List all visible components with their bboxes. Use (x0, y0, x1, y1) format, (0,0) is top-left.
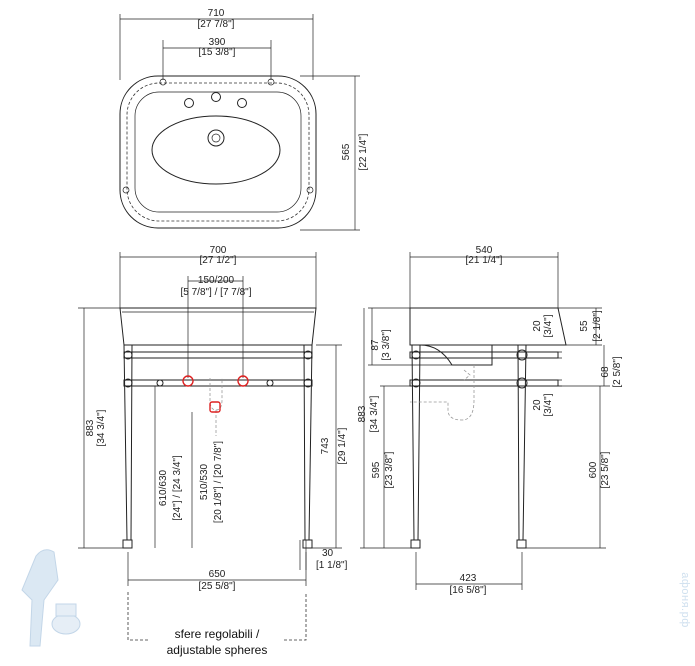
note-line-1: sfere regolabili / (175, 627, 260, 641)
fixing-point-right-icon (237, 375, 249, 387)
front-foot-left (122, 539, 133, 549)
back-top: 55 (579, 320, 590, 332)
side-leg-front (411, 344, 421, 541)
rail-gap: 595 (371, 461, 382, 478)
foot: 30 (322, 548, 334, 559)
fixing-point-left-icon (182, 375, 194, 387)
corner-bolts (122, 78, 314, 194)
basin-inner-rim (134, 91, 302, 213)
back-top-in: [2 1/8"] (592, 310, 603, 342)
side-foot-front (410, 539, 421, 549)
front-leg-left (123, 344, 133, 541)
watermark-logo (21, 549, 81, 647)
front-leg-span-in: [25 5/8"] (199, 581, 236, 592)
lower-rail-in: [20 1/8"] / [20 7/8"] (213, 441, 224, 523)
side-depth-in: [21 1/4"] (466, 255, 503, 266)
rail-gap-in: [23 3/8"] (384, 451, 395, 488)
top-width: 710 (208, 8, 225, 19)
side-leg-back (517, 344, 527, 541)
tap-spacing-in: [15 3/8"] (199, 47, 236, 58)
rail-top-in: [3/4"] (543, 314, 554, 337)
side-upper-rail (409, 351, 559, 359)
rail-bottom-in: [3/4"] (543, 393, 554, 416)
top-depth: 565 (341, 143, 352, 160)
upper-rail-in: [24"] / [24 3/4"] (172, 455, 183, 521)
side-view: 540 [21 1/4"] 87 [3 3/8"] 883 [34 3/4"] (357, 245, 623, 596)
leg-height: 600 (588, 461, 599, 478)
front-basin-body (119, 307, 317, 346)
leg-height-in: [23 5/8"] (600, 451, 611, 488)
basin-outline (119, 75, 317, 229)
front-foot-right (302, 539, 313, 549)
lower-rail: 510/530 (199, 463, 210, 500)
side-height: 883 (357, 405, 368, 422)
side-leg-span: 423 (460, 573, 477, 584)
rail-bottom: 20 (532, 399, 543, 411)
top-depth-in: [22 1/4"] (358, 133, 369, 170)
rail-top: 20 (532, 320, 543, 332)
front-height: 883 (85, 419, 96, 436)
back-mid-in: [2 5/8"] (612, 356, 623, 388)
front-upper-rail (123, 351, 313, 359)
watermark-text: афоня.рф (679, 572, 691, 628)
drain-icon (207, 129, 225, 147)
side-depth: 540 (476, 245, 493, 256)
fixing: 150/200 (198, 275, 235, 286)
front-lower-rail (123, 379, 313, 387)
front-leg-right (303, 344, 313, 541)
side-height-in: [34 3/4"] (369, 395, 380, 432)
rim-height: 743 (320, 437, 331, 454)
upper-rail: 610/630 (158, 469, 169, 506)
front-rail-knobs (123, 350, 313, 388)
side-foot-back (516, 539, 527, 549)
rim-height-in: [29 1/4"] (337, 427, 348, 464)
side-trap-hidden (410, 365, 475, 421)
side-leg-span-in: [16 5/8"] (450, 585, 487, 596)
back-mid: 68 (600, 366, 611, 378)
front-leg-span: 650 (209, 569, 226, 580)
side-rail-knobs (411, 349, 528, 389)
front-view: 700 [27 1/2"] 150/200 [5 7/8"] / [7 7/8"… (78, 245, 348, 657)
top-view: 710 [27 7/8"] 390 [15 3/8"] 565 [22 1/4"… (119, 8, 369, 231)
basin-drop: 87 (370, 339, 381, 351)
spheres-bracket (127, 592, 307, 641)
note-line-2: adjustable spheres (167, 643, 268, 657)
fixing-in: [5 7/8"] / [7 7/8"] (180, 287, 251, 298)
top-width-in: [27 7/8"] (198, 19, 235, 30)
tap-hole-center-icon (211, 92, 221, 102)
front-width-in: [27 1/2"] (200, 255, 237, 266)
basin-drop-in: [3 3/8"] (381, 329, 392, 361)
tap-hole-right-icon (237, 98, 247, 108)
tap-spacing: 390 (209, 37, 226, 48)
tap-hole-left-icon (184, 98, 194, 108)
front-height-in: [34 3/4"] (96, 409, 107, 446)
front-width: 700 (210, 245, 227, 256)
side-lower-rail (409, 379, 559, 387)
foot-in: [1 1/8"] (316, 560, 348, 571)
waste-point-icon (209, 401, 221, 413)
bowl (151, 115, 281, 185)
